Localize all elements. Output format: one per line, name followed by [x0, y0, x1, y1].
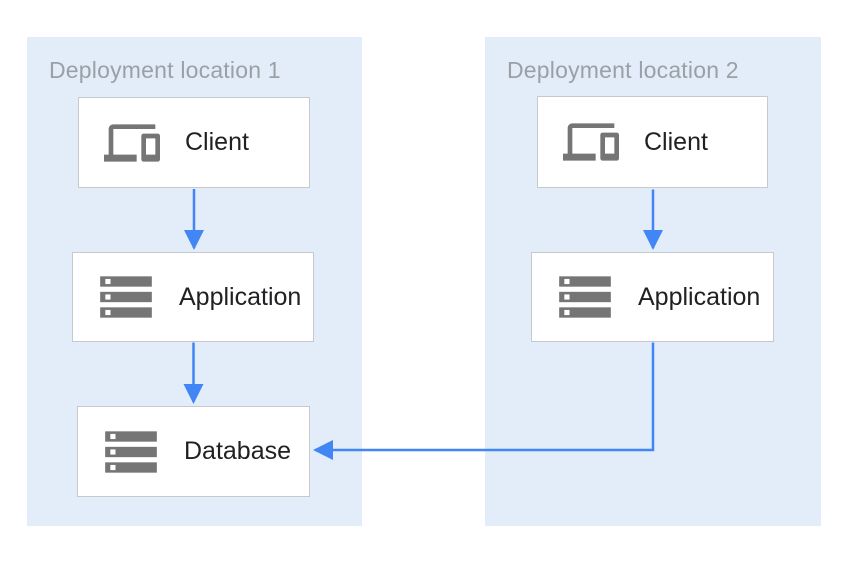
server-stack-icon — [95, 266, 157, 328]
node-label: Client — [185, 128, 249, 156]
node-label: Application — [179, 282, 302, 311]
node-label: Database — [184, 437, 292, 465]
zone-title: Deployment location 2 — [507, 57, 739, 83]
node-application-1: Application — [72, 252, 314, 342]
node-client-2: Client — [537, 96, 768, 188]
zone-title: Deployment location 1 — [49, 57, 281, 83]
devices-icon — [101, 115, 163, 171]
server-stack-icon — [100, 421, 162, 483]
node-client-1: Client — [78, 97, 310, 188]
devices-icon — [560, 114, 622, 170]
server-stack-icon — [554, 266, 616, 328]
node-label: Application — [638, 282, 761, 311]
node-database-1: Database — [77, 406, 310, 497]
node-label: Client — [644, 127, 708, 156]
node-application-2: Application — [531, 252, 774, 342]
